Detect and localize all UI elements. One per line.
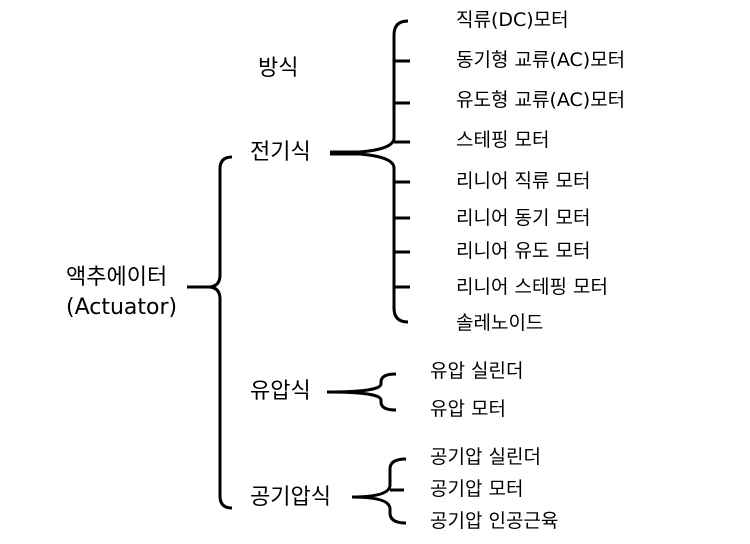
leaf-electric-0: 직류(DC)모터 (456, 9, 569, 31)
leaf-electric-5: 리니어 동기 모터 (456, 207, 591, 229)
leaf-electric-6: 리니어 유도 모터 (456, 240, 591, 262)
category-pneumatic: 공기압식 (250, 485, 331, 510)
leaf-hydraulic-1: 유압 모터 (430, 398, 506, 420)
leaf-electric-4: 리니어 직류 모터 (456, 170, 591, 192)
category-electric: 전기식 (250, 140, 311, 165)
leaf-electric-7: 리니어 스테핑 모터 (456, 276, 608, 298)
electric-ticks (394, 59, 410, 289)
leaf-electric-3: 스테핑 모터 (456, 129, 550, 151)
pneumatic-brace (351, 457, 407, 525)
leaf-electric-8: 솔레노이드 (456, 312, 544, 334)
root-node: 액추에이터 (Actuator) (66, 263, 177, 323)
leaf-pneumatic-1: 공기압 모터 (430, 478, 524, 500)
leaf-pneumatic-0: 공기압 실린더 (430, 446, 541, 468)
leaf-electric-1: 동기형 교류(AC)모터 (456, 49, 626, 71)
root-label-line2: (Actuator) (66, 295, 178, 320)
root-label-line1: 액추에이터 (66, 265, 168, 290)
leaf-electric-2: 유도형 교류(AC)모터 (456, 89, 626, 111)
hydraulic-brace (326, 372, 397, 412)
header-label: 방식 (258, 56, 299, 81)
root-brace (207, 155, 233, 510)
leaf-pneumatic-2: 공기압 인공근육 (430, 510, 559, 532)
leaf-hydraulic-0: 유압 실린더 (430, 360, 524, 382)
category-hydraulic: 유압식 (250, 379, 311, 404)
electric-brace (331, 19, 409, 324)
